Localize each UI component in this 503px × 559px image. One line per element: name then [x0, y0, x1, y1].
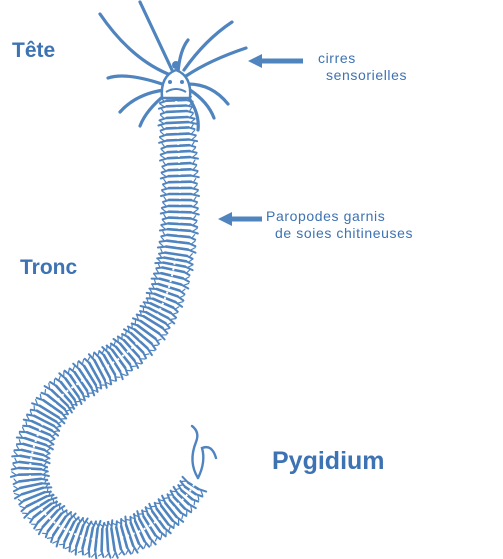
cirrus — [100, 14, 168, 74]
cirrus — [108, 76, 162, 84]
label-cirri: cirres sensorielles — [318, 50, 407, 84]
body-segment — [160, 154, 198, 161]
arrow-icon — [248, 54, 303, 68]
worm-body — [11, 61, 206, 559]
parapodia-line-1: Paropodes garnis — [266, 208, 413, 225]
body-segment — [85, 521, 96, 556]
arrow-icon — [218, 212, 262, 226]
label-parapodia: Paropodes garnis de soies chitineuses — [266, 208, 413, 242]
label-head: Tête — [12, 40, 55, 61]
anal-cirrus — [198, 447, 216, 478]
anal-cirrus — [192, 426, 198, 478]
body-segment — [161, 148, 197, 155]
cirri-line-1: cirres — [318, 50, 407, 67]
parapodia-line-2: de soies chitineuses — [266, 225, 413, 242]
pygidium-tail — [192, 426, 216, 478]
cirri-line-2: sensorielles — [318, 67, 407, 84]
label-trunk: Tronc — [20, 257, 77, 278]
cirrus — [186, 48, 246, 76]
body-segment — [160, 226, 198, 234]
body-median-line — [30, 95, 196, 540]
annotation-arrows — [218, 54, 303, 226]
body-segment — [161, 231, 195, 239]
label-pygidium: Pygidium — [272, 449, 385, 474]
body-segment — [162, 160, 196, 167]
